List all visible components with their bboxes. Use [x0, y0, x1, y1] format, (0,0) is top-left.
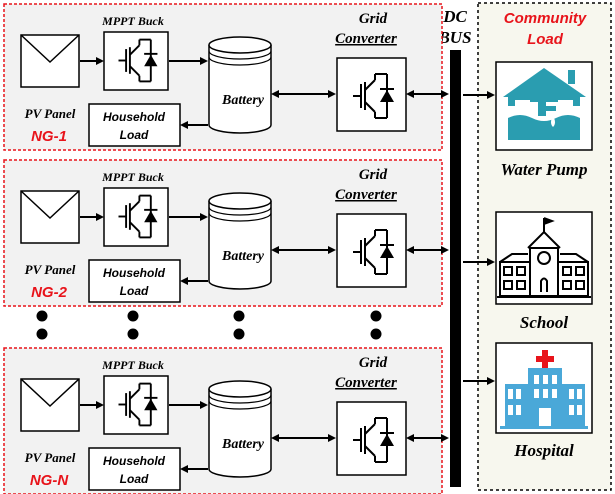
water-pump-icon: [495, 61, 593, 151]
nanogrid-id-label: NG-2: [31, 284, 67, 301]
grid-converter-label-line2: Converter: [335, 375, 397, 391]
hospital-icon: [495, 342, 593, 434]
ellipsis-dots: [36, 310, 382, 340]
grid-converter-label-line1: Grid: [359, 11, 388, 27]
battery-icon: [208, 192, 272, 290]
pv-panel-icon: [20, 34, 80, 88]
household-load-label-line1: Household: [103, 454, 166, 468]
household-load-label-line2: Load: [120, 128, 149, 142]
household-load-box: [88, 259, 181, 303]
battery-label: Battery: [221, 93, 265, 108]
household-load-label-line2: Load: [120, 284, 149, 298]
battery-label: Battery: [221, 249, 265, 264]
mppt-buck-box: [103, 187, 169, 247]
household-load-label-line1: Household: [103, 266, 166, 280]
pv-panel-label: PV Panel: [25, 262, 76, 277]
mppt-buck-box: [103, 375, 169, 435]
household-load-box: [88, 447, 181, 491]
load-label-water-pump: Water Pump: [500, 160, 587, 179]
mppt-buck-box: [103, 31, 169, 91]
nanogrid-id-label: NG-N: [30, 472, 69, 489]
mppt-buck-label: MPPT Buck: [101, 170, 164, 184]
dc-bus-bar: [450, 50, 461, 487]
pv-panel-label: PV Panel: [25, 450, 76, 465]
grid-converter-box: [336, 213, 407, 288]
community-load-title-line1: Community: [504, 10, 587, 27]
pv-panel-icon: [20, 378, 80, 432]
dc-bus-label-line2: BUS: [437, 28, 471, 47]
load-label-school: School: [520, 313, 568, 332]
grid-converter-label-line2: Converter: [335, 187, 397, 203]
grid-converter-box: [336, 57, 407, 132]
battery-icon: [208, 380, 272, 478]
dc-bus-label-line1: DC: [442, 7, 467, 26]
battery-label: Battery: [221, 437, 265, 452]
battery-icon: [208, 36, 272, 134]
grid-converter-box: [336, 401, 407, 476]
grid-converter-label-line1: Grid: [359, 355, 388, 371]
school-icon: [495, 211, 593, 305]
pv-panel-icon: [20, 190, 80, 244]
grid-converter-label-line1: Grid: [359, 167, 388, 183]
community-load-title-line2: Load: [527, 31, 564, 48]
mppt-buck-label: MPPT Buck: [101, 14, 164, 28]
nanogrid-id-label: NG-1: [31, 128, 67, 145]
household-load-label-line1: Household: [103, 110, 166, 124]
mppt-buck-label: MPPT Buck: [101, 358, 164, 372]
household-load-label-line2: Load: [120, 472, 149, 486]
grid-converter-label-line2: Converter: [335, 31, 397, 47]
load-label-hospital: Hospital: [513, 441, 574, 460]
pv-panel-label: PV Panel: [25, 106, 76, 121]
